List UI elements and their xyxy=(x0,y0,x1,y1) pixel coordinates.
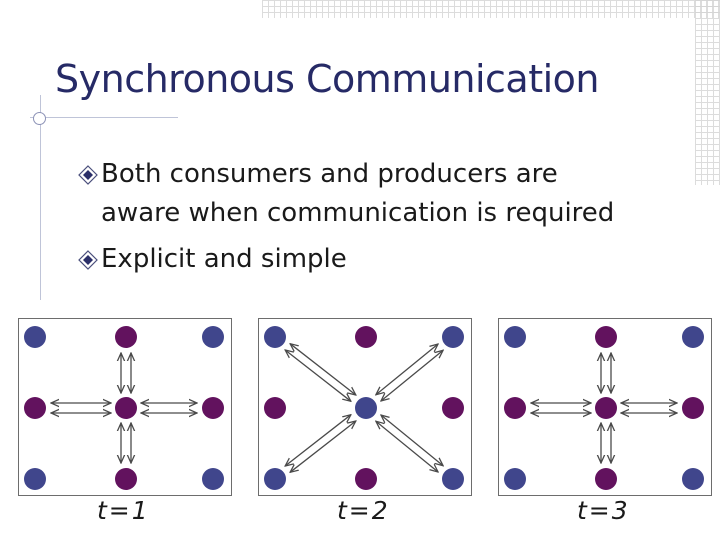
grid-node xyxy=(115,326,137,348)
grid-node xyxy=(115,468,137,490)
bullet-1-line-1: Both consumers and producers are xyxy=(101,159,558,189)
grid-node xyxy=(355,326,377,348)
communication-arrow xyxy=(290,344,356,395)
grid-node xyxy=(442,326,464,348)
panel-t1-diagram xyxy=(24,326,224,490)
slide-title: Synchronous Communication xyxy=(55,57,600,101)
decorative-circle xyxy=(33,112,46,125)
communication-arrow xyxy=(285,350,351,401)
grid-node xyxy=(682,326,704,348)
communication-arrow xyxy=(376,421,438,472)
decorative-vertical-rule xyxy=(40,95,41,300)
communication-arrow xyxy=(290,421,356,472)
communication-arrow xyxy=(381,350,443,401)
panel-t3-diagram xyxy=(504,326,704,490)
bullet-2-line-1: Explicit and simple xyxy=(101,244,347,274)
panel-t2-label: t=2 xyxy=(337,496,390,525)
decorative-grid-top xyxy=(262,0,720,18)
diamond-bullet-icon xyxy=(78,165,98,185)
grid-node xyxy=(595,468,617,490)
panel-t2 xyxy=(258,318,472,496)
grid-node xyxy=(115,397,137,419)
grid-node xyxy=(24,397,46,419)
communication-arrow xyxy=(285,415,351,466)
panel-t2-diagram xyxy=(264,326,464,490)
grid-node xyxy=(202,326,224,348)
grid-node xyxy=(202,468,224,490)
grid-node xyxy=(202,397,224,419)
communication-arrow xyxy=(381,415,443,466)
bullet-1-line-2: aware when communication is required xyxy=(101,198,615,228)
grid-node xyxy=(264,468,286,490)
grid-node xyxy=(264,326,286,348)
grid-node xyxy=(24,326,46,348)
panel-t1 xyxy=(18,318,232,496)
grid-node xyxy=(504,326,526,348)
grid-node xyxy=(264,397,286,419)
grid-node xyxy=(355,397,377,419)
grid-node xyxy=(682,468,704,490)
grid-node xyxy=(504,468,526,490)
diamond-bullet-icon xyxy=(78,250,98,270)
grid-node xyxy=(442,397,464,419)
panel-t3 xyxy=(498,318,712,496)
communication-arrow xyxy=(376,344,438,395)
grid-node xyxy=(595,326,617,348)
grid-node xyxy=(24,468,46,490)
grid-node xyxy=(504,397,526,419)
decorative-grid-right xyxy=(695,0,720,185)
grid-node xyxy=(682,397,704,419)
panel-t1-label: t=1 xyxy=(97,496,150,525)
grid-node xyxy=(595,397,617,419)
grid-node xyxy=(442,468,464,490)
decorative-horizontal-rule xyxy=(30,117,178,118)
grid-node xyxy=(355,468,377,490)
panel-t3-label: t=3 xyxy=(577,496,630,525)
